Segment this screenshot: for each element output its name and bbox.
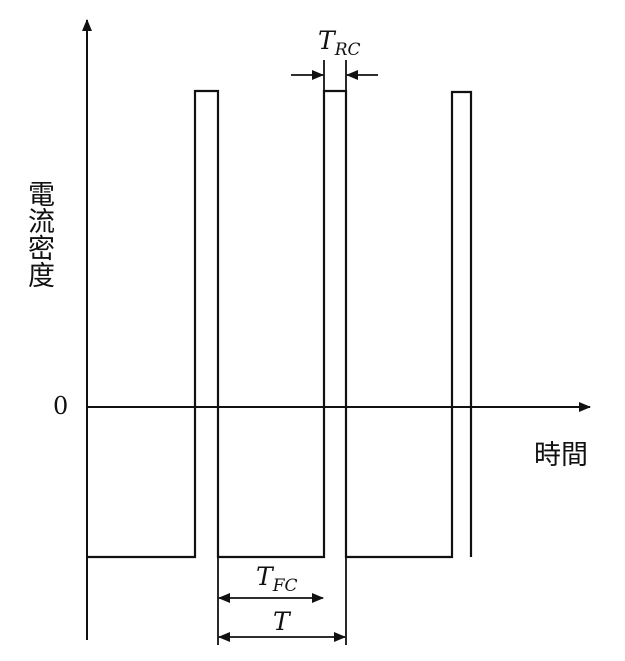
zero-label: 0 [53,392,69,420]
t-fc-label: TFC [256,562,298,596]
x-axis-label: 時間 [534,440,588,471]
current-waveform [87,89,473,559]
t-label: T [273,607,290,636]
y-axis-label: 電流密度 [23,180,54,288]
t-rc-label: TRC [318,26,361,60]
